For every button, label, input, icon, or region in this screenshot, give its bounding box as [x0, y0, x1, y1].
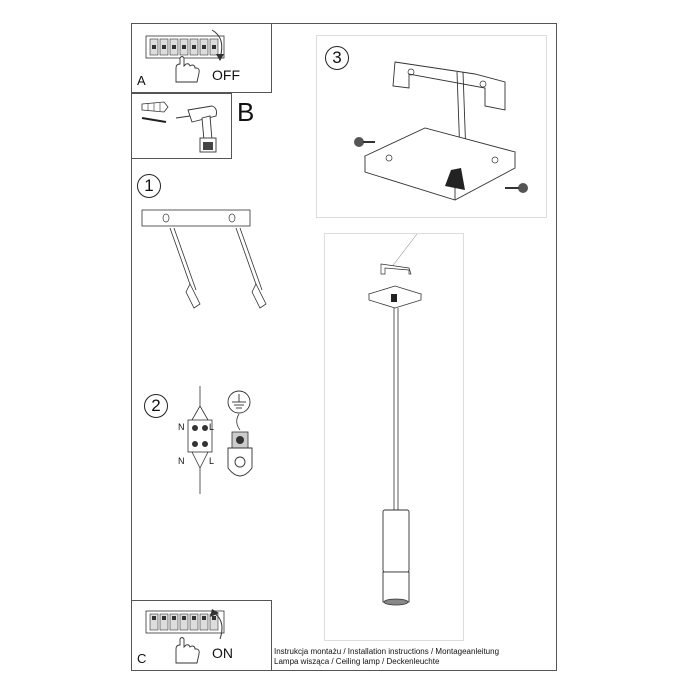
wall-plug-icon	[141, 101, 169, 113]
step-3-panel: 3	[316, 35, 547, 218]
step-a-letter: A	[137, 73, 146, 88]
screw-icon	[235, 227, 267, 309]
ceiling-drilling-illustration	[141, 209, 267, 309]
ground-symbol-icon	[227, 390, 253, 477]
screw-icon	[141, 117, 167, 123]
hand-icon	[175, 56, 200, 83]
breaker-panel-icon	[145, 35, 225, 59]
step-c-on-label: ON	[212, 645, 233, 661]
step-b-panel	[131, 93, 232, 159]
step-b-letter: B	[237, 97, 255, 127]
canopy-mounting-illustration	[354, 61, 528, 201]
curved-arrow-icon	[210, 609, 223, 640]
step-a-off-label: OFF	[212, 67, 240, 83]
step-a-panel: A OFF	[131, 23, 272, 93]
step-2-number: 2	[144, 394, 168, 418]
breaker-panel-icon	[145, 610, 225, 634]
step-1-number: 1	[137, 174, 161, 198]
wire-n-top-label: N	[178, 422, 185, 432]
footer-product-line: Lampa wisząca / Ceiling lamp / Deckenleu…	[274, 657, 440, 666]
footer-instructions-line: Instrukcja montażu / Installation instru…	[274, 647, 500, 656]
wall-plug-icon	[169, 227, 201, 309]
wire-l-bottom-label: L	[209, 456, 215, 466]
step-c-letter: C	[137, 651, 147, 666]
wire-n-bottom-label: N	[178, 456, 185, 466]
instruction-sheet-frame	[131, 23, 557, 671]
lamp-icon	[367, 233, 423, 606]
wire-l-top-label: L	[209, 422, 215, 432]
terminal-block-icon	[187, 386, 213, 494]
step-c-panel: C ON	[131, 600, 272, 671]
step-1-number-text: 1	[144, 176, 154, 195]
step-3-number-text: 3	[332, 48, 342, 67]
screw-icon	[505, 183, 528, 193]
screw-icon	[354, 137, 375, 147]
curved-arrow-icon	[211, 29, 224, 61]
lamp-overview-panel	[324, 233, 464, 641]
hand-icon	[175, 637, 200, 664]
drill-icon	[175, 105, 217, 153]
step-3-number: 3	[325, 46, 349, 70]
step-2-number-text: 2	[151, 396, 161, 415]
